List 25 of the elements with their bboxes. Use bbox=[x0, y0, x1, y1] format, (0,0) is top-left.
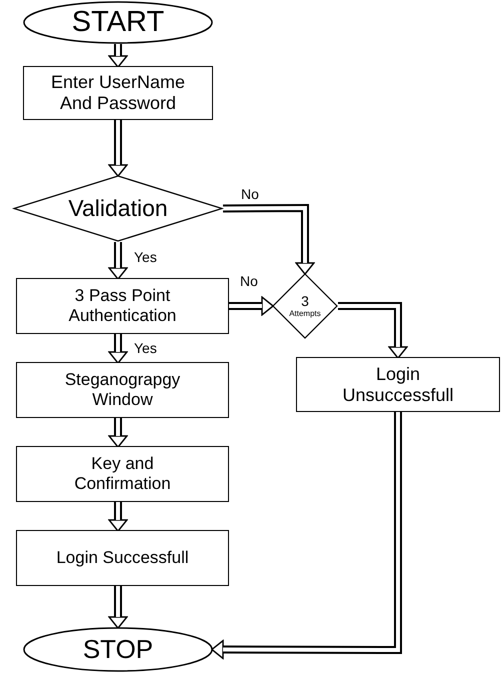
process-box bbox=[16, 446, 229, 502]
edge-label: No bbox=[240, 274, 258, 288]
decision-diamond bbox=[272, 273, 338, 339]
node-text: Steganograpgy Window bbox=[64, 370, 182, 410]
node-text: Login Successfull bbox=[56, 548, 189, 568]
process-box bbox=[16, 362, 229, 418]
node-text: Enter UserName And Password bbox=[50, 72, 186, 114]
node-text: Attempts bbox=[289, 309, 321, 319]
node-text: STOP bbox=[82, 634, 154, 664]
terminator-ellipse bbox=[23, 1, 213, 44]
process-box bbox=[16, 278, 229, 334]
node-text: START bbox=[72, 6, 164, 40]
decision-diamond bbox=[13, 175, 223, 242]
edge-label: Yes bbox=[134, 250, 157, 264]
node-text: Login Unsuccessfull bbox=[341, 364, 455, 406]
edge-label: Yes bbox=[134, 341, 157, 355]
node-text: Key and Confirmation bbox=[73, 454, 172, 494]
node-text: 3 bbox=[301, 293, 309, 310]
process-box bbox=[16, 530, 229, 586]
edge-label: No bbox=[241, 187, 259, 201]
node-text: 3 Pass Point Authentication bbox=[68, 286, 178, 326]
node-text: Validation bbox=[68, 195, 168, 222]
terminator-ellipse bbox=[23, 627, 213, 672]
process-box bbox=[296, 357, 500, 412]
process-box bbox=[23, 66, 213, 120]
